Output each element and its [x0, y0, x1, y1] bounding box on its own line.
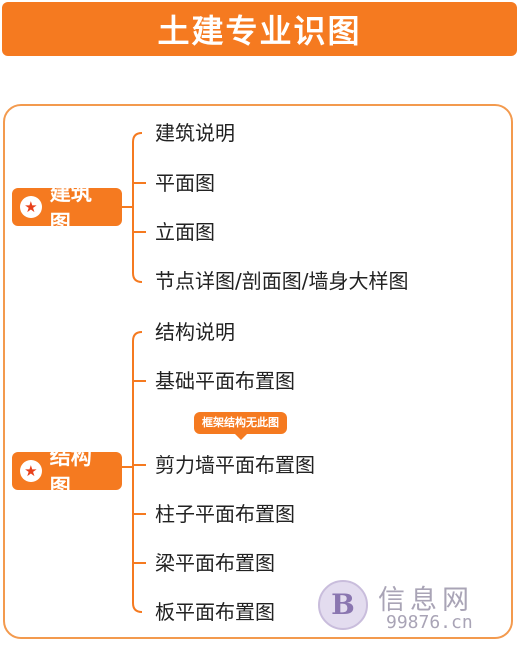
category-badge-structure: ★ 结构图 — [12, 445, 122, 499]
watermark-title: 信息网 — [378, 585, 474, 616]
leaf-item: 节点详图/剖面图/墙身大样图 — [155, 269, 409, 293]
bracket-structure — [132, 331, 143, 613]
leaf-item: 剪力墙平面布置图 — [155, 453, 315, 477]
star-icon: ★ — [20, 196, 42, 218]
category-label: 建筑图 — [49, 181, 92, 235]
page-title: 土建专业识图 — [157, 12, 362, 50]
note-callout: 框架结构无此图 — [194, 412, 287, 440]
leaf-item: 基础平面布置图 — [155, 369, 295, 393]
bracket-architecture — [132, 132, 143, 283]
leaf-item: 梁平面布置图 — [155, 551, 275, 575]
category-label: 结构图 — [49, 445, 92, 499]
watermark-logo-icon: B — [318, 580, 368, 630]
leaf-item: 板平面布置图 — [155, 600, 275, 624]
star-icon: ★ — [20, 460, 42, 482]
watermark: B 信息网 99876.cn — [318, 578, 514, 636]
leaf-item: 柱子平面布置图 — [155, 502, 295, 526]
category-badge-architecture: ★ 建筑图 — [12, 181, 122, 235]
mindmap-panel — [3, 104, 513, 639]
leaf-item: 立面图 — [155, 220, 215, 244]
header-banner: 土建专业识图 — [2, 2, 517, 56]
watermark-domain: 99876.cn — [386, 612, 473, 633]
leaf-item: 结构说明 — [155, 320, 235, 344]
leaf-item: 平面图 — [155, 171, 215, 195]
leaf-item: 建筑说明 — [155, 121, 235, 145]
